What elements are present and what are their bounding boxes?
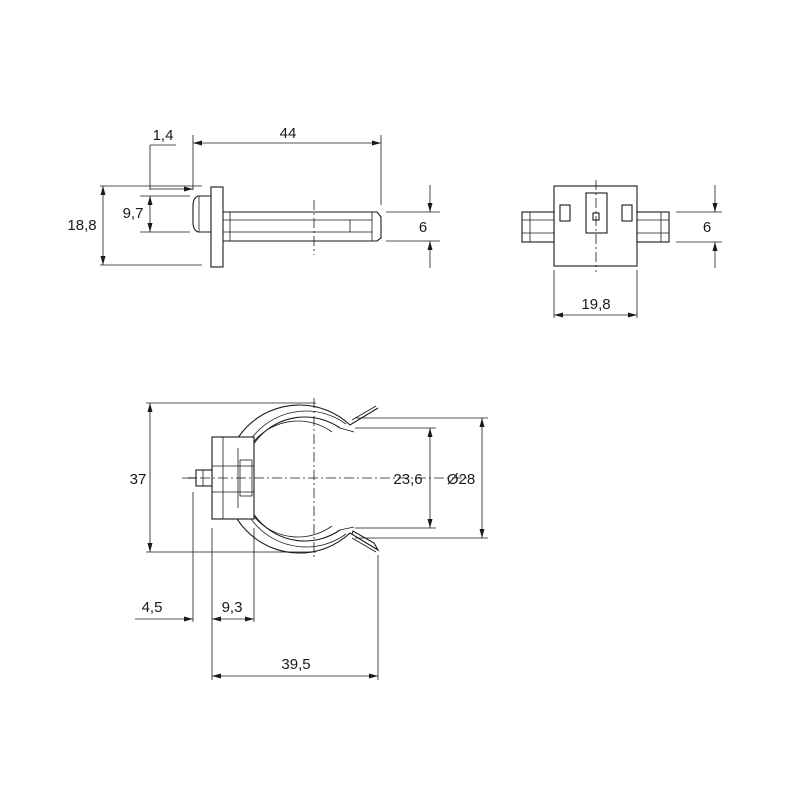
dim-side-9-7: 9,7 <box>123 205 144 222</box>
side-arm <box>223 211 382 242</box>
side-knob <box>192 195 211 233</box>
dim-front-37: 37 <box>130 471 147 488</box>
dim-front-d28: Ø28 <box>447 471 475 488</box>
side-flange <box>210 186 224 268</box>
dim-side-44: 44 <box>280 125 297 142</box>
dim-front-39-5: 39,5 <box>281 656 310 673</box>
dim-end-6: 6 <box>703 219 711 236</box>
front-view: 37 23,6 Ø28 4,5 9,3 39,5 <box>130 398 488 680</box>
dim-side-1-4: 1,4 <box>153 127 174 144</box>
dim-side-18-8: 18,8 <box>67 217 96 234</box>
end-view: 19,8 6 <box>521 180 722 318</box>
dim-side-6: 6 <box>419 219 427 236</box>
dim-end-19-8: 19,8 <box>581 296 610 313</box>
dim-front-23-6: 23,6 <box>393 471 422 488</box>
dim-front-9-3: 9,3 <box>222 599 243 616</box>
dim-front-4-5: 4,5 <box>142 599 163 616</box>
side-view: 1,4 44 18,8 9,7 6 <box>67 125 440 268</box>
